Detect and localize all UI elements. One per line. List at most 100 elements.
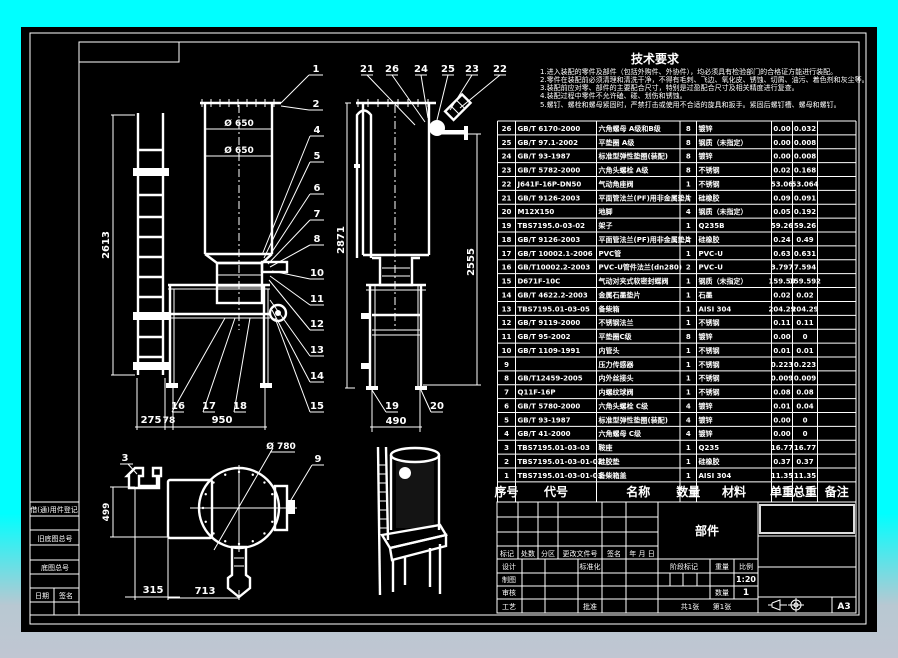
bom-part-code: GB/T 93-1987: [518, 153, 571, 161]
bom-part-name: 鞍座: [599, 443, 613, 452]
bom-part-code: GB/T 95-2002: [518, 333, 571, 341]
design-label: 设计: [502, 562, 516, 571]
bom-unit-weight: 0.02: [773, 167, 790, 175]
bom-item-no: 14: [502, 291, 512, 299]
bom-quantity: 4: [686, 430, 691, 438]
bom-total-weight: 0.04: [796, 402, 813, 410]
ladder: [133, 113, 169, 375]
bom-total-weight: 204.29: [791, 305, 818, 313]
bom-unit-weight: 0.00: [773, 139, 790, 147]
bom-part-name: 气动对夹式软密封蝶阀: [598, 277, 669, 286]
ladder-height-dim: 2613: [101, 231, 112, 259]
date-label: 日期: [35, 592, 49, 600]
side-width-dim: 490: [386, 416, 407, 427]
bom-material: 镀锌: [699, 401, 713, 410]
bom-quantity: 4: [686, 402, 691, 410]
front-view[interactable]: Ø 650 Ø 650: [101, 64, 355, 430]
bom-material: 钢质（未指定）: [699, 277, 748, 286]
bom-material: AISI 304: [699, 472, 732, 480]
bom-part-code: GB/T 5780-2000: [518, 402, 581, 410]
stage-mark-label: 阶段标记: [670, 562, 698, 571]
rev-doc-label: 更改文件号: [563, 549, 598, 558]
scale-label: 比例: [739, 562, 753, 571]
bom-material: 镀锌: [699, 152, 713, 161]
bom-item-no: 9: [504, 361, 509, 369]
bom-material: AISI 304: [699, 305, 732, 313]
callout-21: 21: [360, 64, 374, 75]
width-78-dim: 78: [163, 416, 176, 426]
bom-total-weight: 0.223: [794, 361, 816, 369]
bom-unit-weight: 0.63: [773, 250, 790, 258]
bom-quantity: 1: [686, 305, 691, 313]
bom-total-weight: 53.064: [791, 180, 818, 188]
width-275-dim: 275: [141, 415, 162, 426]
bom-part-code: M12X150: [518, 208, 555, 216]
bom-item-no: 20: [502, 208, 512, 216]
corner-title-box: [78, 41, 180, 63]
top-view[interactable]: 499 315 713 Ø 780 3 9: [102, 441, 324, 600]
bom-item-no: 16: [502, 264, 512, 272]
callout-22: 22: [493, 64, 507, 75]
bom-total-weight: 16.77: [794, 444, 816, 452]
callout-25: 25: [441, 64, 455, 75]
total-height-dim: 2871: [336, 226, 347, 254]
bom-unit-weight: 3.797: [771, 264, 793, 272]
bom-quantity: 1: [686, 347, 691, 355]
bom-total-weight: 0.37: [796, 458, 813, 466]
top-dia-dim: Ø 780: [266, 441, 296, 452]
bom-total-weight: 0.009: [794, 375, 816, 383]
bom-part-name: 六角螺母 A级和B级: [599, 124, 662, 133]
approve-label: 批准: [583, 602, 597, 611]
part-name: 部件: [695, 523, 719, 538]
bom-material: 不锈钢: [699, 360, 720, 369]
callout-1: 1: [313, 64, 320, 75]
bom-quantity: 4: [686, 208, 691, 216]
bom-unit-weight: 0.00: [773, 430, 790, 438]
bom-part-name: 硅胶垫: [599, 457, 620, 466]
callout-11: 11: [310, 294, 324, 305]
bom-quantity: 1: [686, 389, 691, 397]
bom-part-name: PVC-U管件法兰(dn280): [599, 263, 682, 272]
bom-unit-weight: 204.29: [768, 305, 795, 313]
callout-4: 4: [314, 125, 321, 136]
bom-part-code: Q11F-16P: [518, 389, 556, 397]
bom-material: 不锈钢: [699, 388, 720, 397]
bom-quantity: 1: [686, 472, 691, 480]
bom-part-code: GB/T 5782-2000: [518, 167, 581, 175]
bom-material: 镀锌: [699, 429, 713, 438]
bom-quantity: 2: [686, 236, 691, 244]
process-label: 工艺: [502, 603, 516, 611]
bom-total-weight: 0.008: [794, 139, 816, 147]
bom-part-code: GB/T 6170-2000: [518, 125, 581, 133]
callout-24: 24: [414, 64, 428, 75]
